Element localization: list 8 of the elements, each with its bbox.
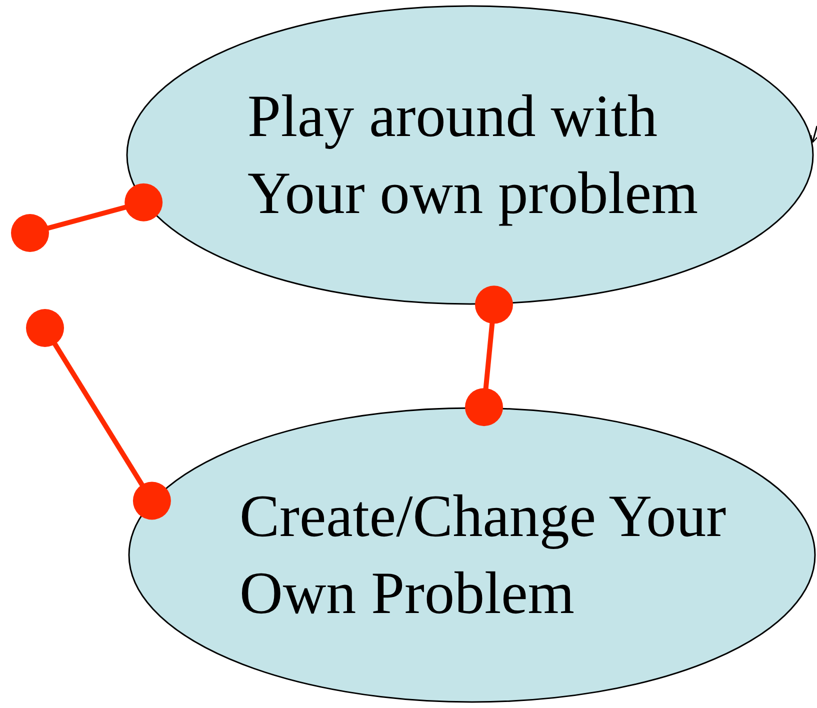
node-text: Play around with Your own problem: [248, 82, 700, 228]
node-text: Create/Change Your Own Problem: [240, 482, 728, 628]
connector-line: [26, 309, 171, 520]
connector-line: [11, 183, 163, 252]
connector-line: [465, 286, 513, 426]
process-ellipse: [128, 407, 816, 703]
arrow: [810, 126, 817, 144]
process-ellipse: [126, 5, 814, 305]
